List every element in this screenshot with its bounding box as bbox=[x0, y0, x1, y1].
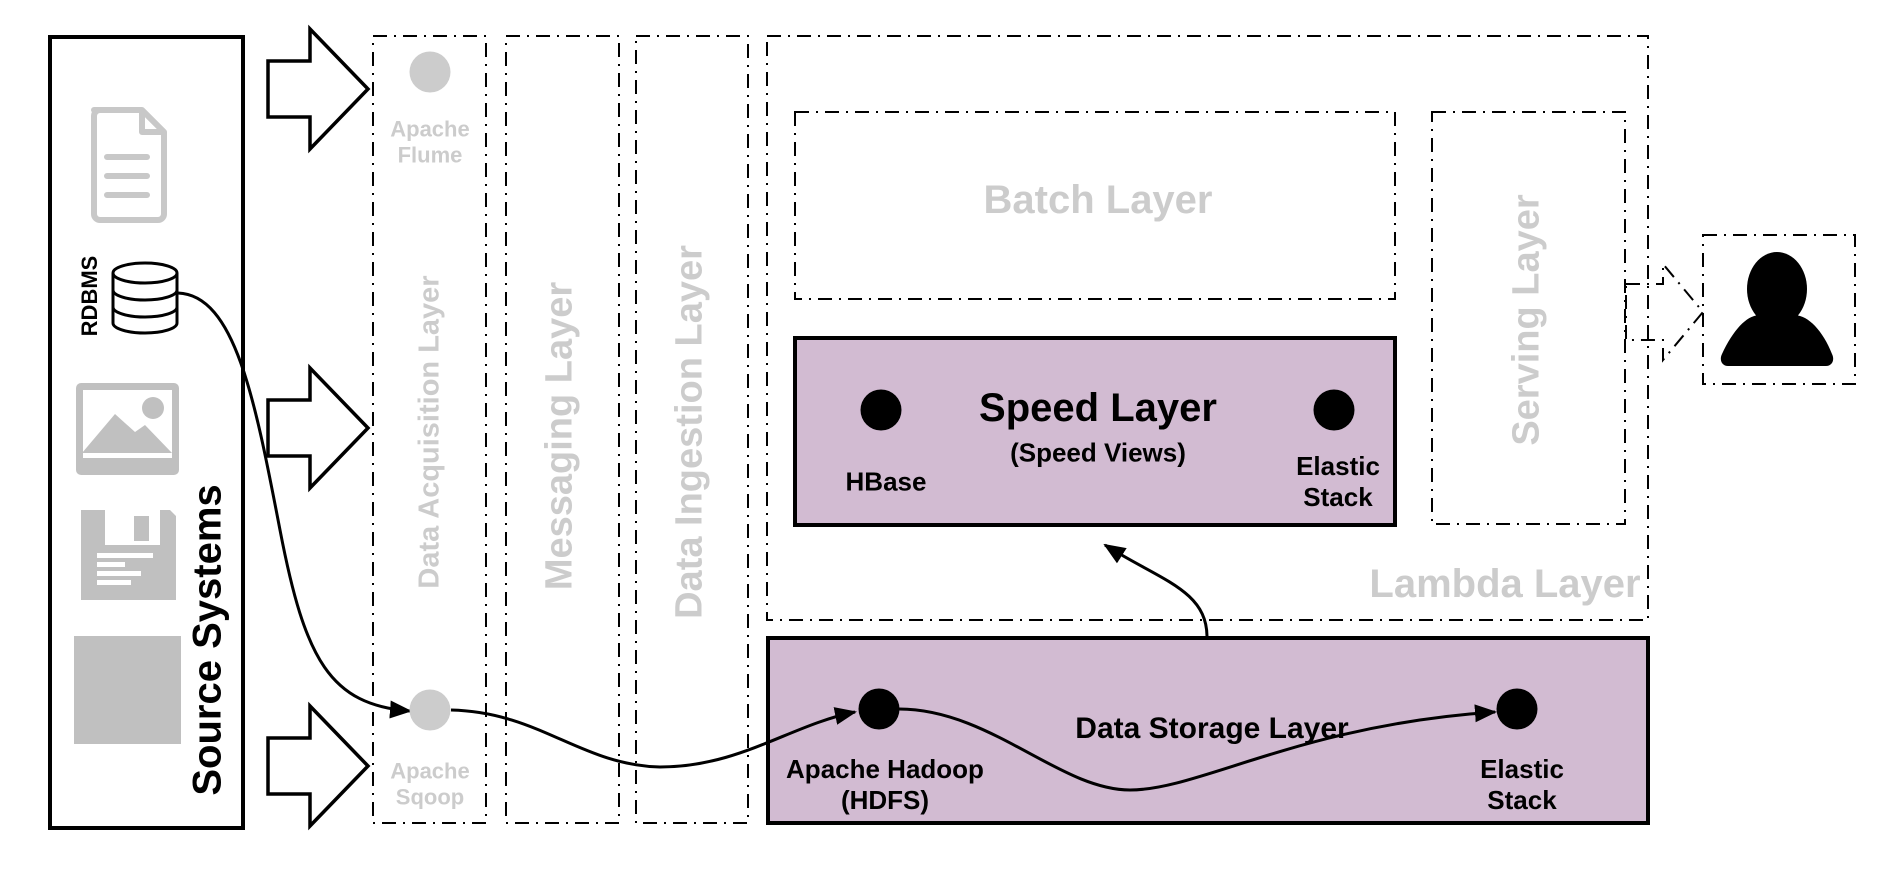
sqoop-to-hadoop-flow bbox=[450, 707, 857, 769]
placeholder-square-icon bbox=[74, 636, 181, 744]
serving-to-user-arrow bbox=[1625, 261, 1705, 363]
acquisition-layer-title: Data Acquisition Layer bbox=[413, 275, 446, 589]
serving-layer-box bbox=[1431, 111, 1626, 525]
hbase-node bbox=[860, 389, 902, 431]
flume-node bbox=[409, 51, 451, 93]
serving-layer-title: Serving Layer bbox=[1505, 194, 1548, 446]
document-icon bbox=[91, 107, 167, 223]
image-icon bbox=[76, 383, 179, 475]
source-systems-title: Source Systems bbox=[185, 484, 230, 796]
sqoop-label: Apache Sqoop bbox=[390, 758, 470, 810]
floppy-disk-icon bbox=[81, 510, 176, 600]
source-arrow bbox=[266, 363, 371, 493]
speed-layer-subtitle: (Speed Views) bbox=[1010, 437, 1186, 468]
messaging-layer-title: Messaging Layer bbox=[538, 281, 581, 591]
source-arrow bbox=[266, 24, 371, 154]
hbase-label: HBase bbox=[845, 466, 927, 497]
database-icon bbox=[111, 261, 179, 335]
sqoop-node bbox=[409, 689, 451, 731]
speed-layer-box bbox=[793, 336, 1397, 527]
storage-elastic-node bbox=[1496, 688, 1538, 730]
hadoop-node bbox=[858, 688, 900, 730]
rdbms-label: RDBMS bbox=[77, 255, 102, 337]
speed-elastic-label: Elastic Stack bbox=[1296, 450, 1380, 512]
source-systems-box bbox=[48, 35, 245, 830]
storage-to-speed-flow bbox=[1103, 543, 1209, 638]
hadoop-label: Apache Hadoop (HDFS) bbox=[786, 753, 984, 815]
user-icon bbox=[1720, 252, 1834, 366]
flume-label: Apache Flume bbox=[390, 116, 470, 168]
speed-elastic-node bbox=[1313, 389, 1355, 431]
lambda-layer-box bbox=[766, 35, 1649, 621]
batch-layer-box bbox=[794, 111, 1396, 300]
storage-layer-box bbox=[766, 636, 1650, 825]
source-arrow bbox=[266, 701, 371, 831]
ingestion-layer-title: Data Ingestion Layer bbox=[668, 245, 711, 619]
lambda-layer-title: Lambda Layer bbox=[1369, 562, 1641, 606]
hadoop-to-elastic-flow bbox=[898, 704, 1497, 792]
rdbms-to-sqoop-flow bbox=[177, 291, 412, 719]
batch-layer-title: Batch Layer bbox=[983, 178, 1213, 222]
storage-elastic-label: Elastic Stack bbox=[1480, 753, 1564, 815]
speed-layer-title: Speed Layer bbox=[979, 386, 1217, 430]
storage-layer-title: Data Storage Layer bbox=[1075, 712, 1349, 745]
